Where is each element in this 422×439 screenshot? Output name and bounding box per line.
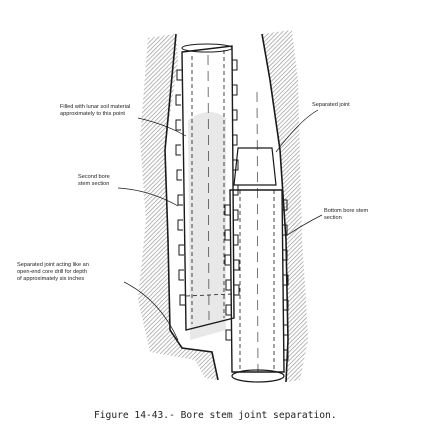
svg-text:approximately to this point: approximately to this point xyxy=(60,111,125,117)
bottom-bore-stem-section xyxy=(224,91,289,383)
svg-text:open-end core drill for depth: open-end core drill for depth xyxy=(17,269,87,275)
svg-text:section: section xyxy=(324,215,342,221)
callout-separated-joint-core-drill: Separated joint acting like an open-end … xyxy=(17,262,89,282)
svg-text:Separated joint acting like an: Separated joint acting like an xyxy=(17,262,89,268)
borehole-walls xyxy=(164,33,289,383)
svg-text:Separated joint: Separated joint xyxy=(312,102,350,108)
callout-bottom-bore-stem: Bottom bore stem section xyxy=(324,208,368,221)
svg-text:of approximately six inches: of approximately six inches xyxy=(17,276,84,282)
leader-lines xyxy=(117,109,323,341)
callout-separated-joint: Separated joint xyxy=(312,102,350,108)
soil-right-region xyxy=(262,30,308,382)
figure-caption: Figure 14-43.- Bore stem joint separatio… xyxy=(94,410,337,421)
svg-text:Second bore: Second bore xyxy=(78,174,110,180)
callout-filled-soil: Filled with lunar soil material approxim… xyxy=(60,104,130,117)
svg-text:Bottom bore stem: Bottom bore stem xyxy=(324,208,368,214)
svg-text:Filled with lunar soil materia: Filled with lunar soil material xyxy=(60,104,130,110)
soil-left-region xyxy=(138,34,218,380)
callout-second-bore-stem: Second bore stem section xyxy=(78,174,110,187)
svg-text:stem section: stem section xyxy=(78,181,109,187)
soil-fill-region xyxy=(188,111,226,340)
